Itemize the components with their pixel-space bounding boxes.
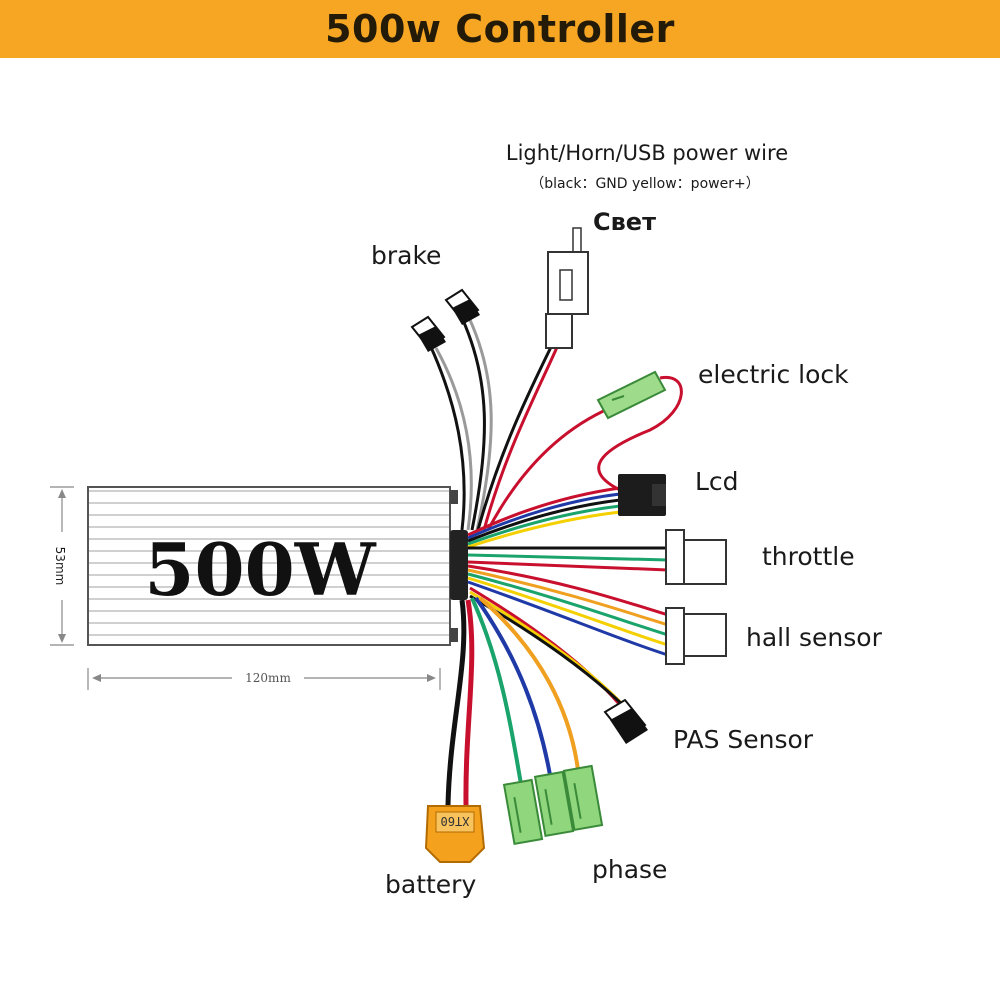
label-phase: phase [592,855,667,884]
throttle-wires [467,546,669,572]
phase-connectors [502,764,604,846]
phase-wires [470,596,580,791]
label-throttle: throttle [762,542,855,571]
controller-label: 500W [144,527,376,612]
lcd-connector [618,474,666,516]
label-pas-sensor: PAS Sensor [673,725,814,754]
label-brake: brake [371,241,441,270]
label-hall-sensor: hall sensor [746,623,883,652]
brake-wires [428,317,493,531]
lcd-wires [467,486,621,549]
title-banner: 500w Controller [0,0,1000,58]
battery-wires [445,599,475,806]
page-title: 500w Controller [325,7,675,51]
label-battery: battery [385,870,476,899]
hall-connector [665,607,727,665]
hall-wires [467,564,669,657]
label-power-wire-note: （black：GND yellow：power+） [530,176,759,192]
dimension-width [87,668,441,690]
pas-connector [603,698,648,744]
brake-connector-2 [444,288,480,325]
dimension-height [50,486,74,646]
light-connector [545,227,589,349]
electric-lock-connector [596,370,667,420]
battery-connector-label: XT60 [441,814,470,828]
height-dim-label: 53mm [53,547,67,586]
label-lcd: Lcd [695,467,739,496]
controller-box: 500W [87,486,468,646]
label-electric-lock: electric lock [698,360,849,389]
label-power-wire: Light/Horn/USB power wire [506,141,788,165]
battery-connector: XT60 [424,805,486,863]
light-wires [476,344,560,531]
brake-connector-1 [410,315,446,352]
electric-lock-wires [486,375,683,531]
throttle-connector [665,529,727,585]
label-svet: Свет [593,208,656,236]
width-dim-label: 120mm [245,671,291,685]
